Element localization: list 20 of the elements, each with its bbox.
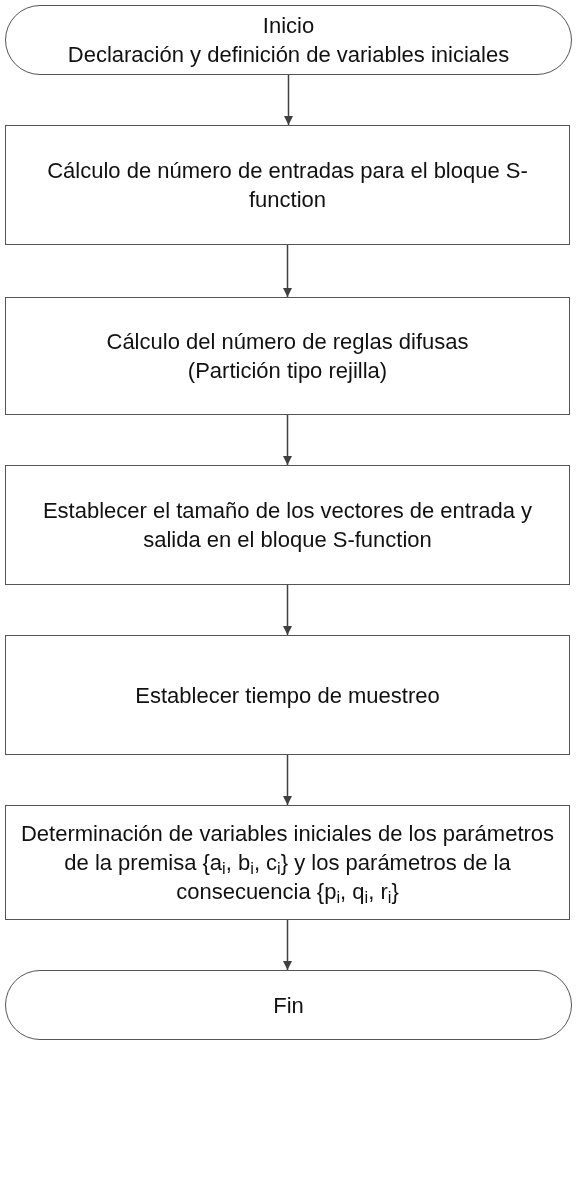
process-box <box>5 297 570 415</box>
arrow <box>284 74 293 126</box>
arrow <box>283 919 292 971</box>
process-box <box>5 805 570 920</box>
node-text: Fin <box>273 991 304 1020</box>
node-text: Establecer tiempo de muestreo <box>135 681 440 710</box>
node-text: Cálculo del número de reglas difusas <box>106 328 469 356</box>
node-text: Inicio <box>262 12 315 40</box>
arrow <box>283 584 292 636</box>
node-text: Determinación de variables iniciales de los parámetros de la premisa {a$_{i}$, b$_{i}$, c$_{i}$} y los parámetros de la consecuencia {p$_{i}$, q$_{i}$, r$_{i}$} <box>20 820 555 906</box>
node-text: Cálculo de número de entradas para el bloque S-function <box>46 157 529 214</box>
node-text: Declaración y definición de variables iniciales <box>67 41 510 69</box>
arrow <box>283 754 292 806</box>
process-box <box>5 635 570 755</box>
process-box <box>5 125 570 245</box>
process-box <box>5 465 570 585</box>
arrow <box>283 244 292 298</box>
node-text: (Partición tipo rejilla) <box>187 357 388 385</box>
arrow <box>283 414 292 466</box>
node-text: Establecer el tamaño de los vectores de entrada y salida en el bloque S-function <box>41 497 534 554</box>
